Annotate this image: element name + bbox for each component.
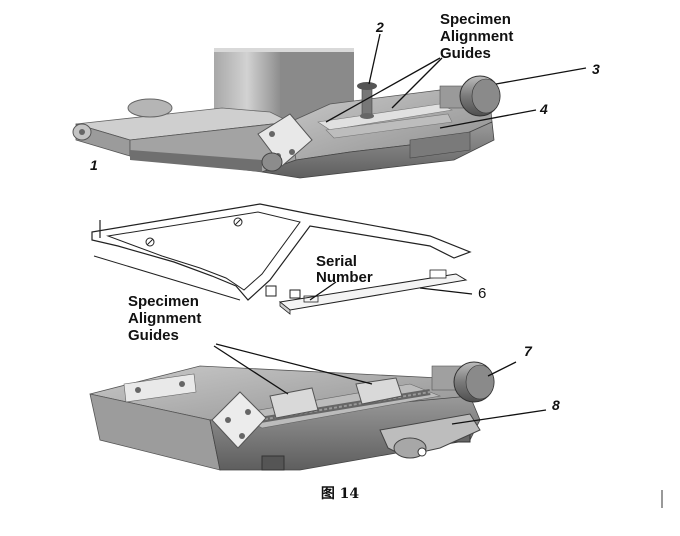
label-guides-bottom-1: Specimen: [128, 293, 199, 310]
guide-plate-assembly: [91, 203, 472, 315]
label-guides-top-1: Specimen: [440, 11, 511, 28]
label-serial-2: Number: [316, 269, 373, 286]
label-num-8: 8: [552, 397, 560, 413]
adjustment-knob-bottom: [431, 361, 495, 403]
adjustment-knob-top: [439, 75, 501, 117]
leader-guides-bottom-b: [215, 343, 373, 385]
top-holder-assembly: [72, 48, 501, 179]
label-guides-top-2: Alignment: [440, 28, 513, 45]
label-guides-bottom-2: Alignment: [128, 310, 201, 327]
label-num-4: 4: [539, 101, 548, 117]
label-num-2: 2: [375, 19, 384, 35]
label-num-1: 1: [90, 157, 98, 173]
bottom-vise-assembly: [89, 361, 495, 471]
leader-6: [419, 287, 473, 295]
label-guides-top-3: Guides: [440, 45, 491, 62]
leader-3: [495, 67, 587, 85]
leader-guides-top-a: [325, 57, 441, 123]
leader-guides-top-b: [391, 57, 443, 109]
label-serial-1: Serial: [316, 253, 357, 270]
locating-pin: [357, 82, 377, 119]
label-guides-bottom-3: Guides: [128, 327, 179, 344]
leader-8: [451, 409, 547, 425]
support-column: [214, 48, 354, 138]
figure-caption: 图 14: [321, 486, 360, 502]
leader-guides-bottom-a: [213, 345, 289, 395]
bottom-vise-body: [89, 365, 481, 471]
label-num-6: 6: [478, 285, 486, 302]
serial-number-strip: [278, 269, 468, 315]
leader-7: [487, 361, 517, 377]
leader-lines: [213, 33, 587, 425]
leader-2: [368, 33, 381, 85]
leader-serial: [309, 281, 337, 301]
labels: Specimen Alignment Guides 2 3 4 1 Serial…: [90, 11, 600, 502]
clamp-lever: [379, 413, 481, 459]
label-num-3: 3: [592, 61, 600, 77]
label-num-7: 7: [524, 343, 533, 359]
frame-plate: [91, 203, 472, 301]
leader-4: [439, 109, 537, 129]
